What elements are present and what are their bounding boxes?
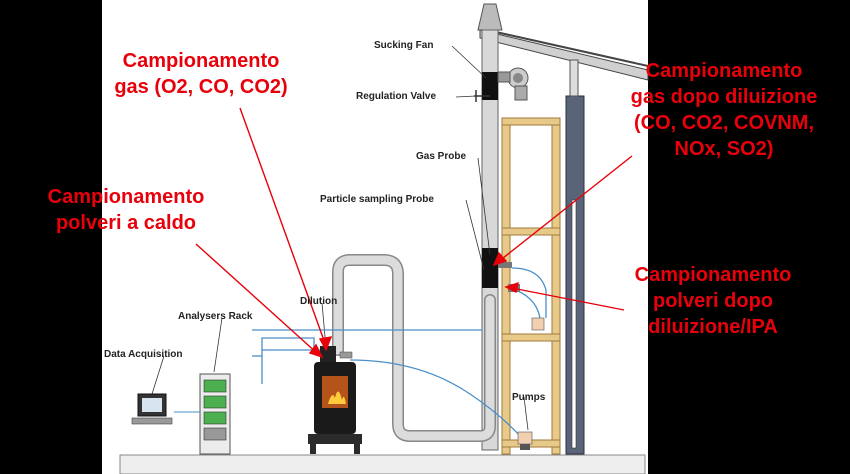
callout-dust-diluted: Campionamento polveri dopo diluizione/IP… (602, 262, 824, 340)
dilution-tee (320, 346, 353, 362)
roof (479, 29, 649, 81)
callout-line: (CO, CO2, COVNM, (633, 112, 814, 134)
callout-line: polveri dopo (653, 290, 773, 312)
callout-line: Campionamento (634, 264, 792, 286)
analysers-rack-label: Analysers Rack (178, 311, 253, 322)
callout-line: NOx, SO2) (674, 138, 774, 160)
callout-gas-diluted: Campionamento gas dopo diluizione (CO, C… (604, 58, 844, 162)
dilution-label: Dilution (300, 296, 338, 307)
computer (131, 393, 200, 425)
callout-line: Campionamento (47, 186, 205, 208)
analysers-rack (199, 373, 231, 455)
ground (119, 454, 646, 474)
callout-line: gas (O2, CO, CO2) (114, 76, 288, 98)
callout-line: polveri a caldo (55, 212, 197, 234)
dilution-pipe (332, 254, 496, 442)
callout-line: Campionamento (645, 60, 803, 82)
callout-line: gas dopo diluizione (630, 86, 818, 108)
pumps-label: Pumps (512, 392, 546, 403)
sucking-fan-label: Sucking Fan (374, 40, 434, 51)
callout-dust-hot: Campionamento polveri a caldo (18, 184, 234, 236)
callout-line: Campionamento (122, 50, 280, 72)
callout-arrows (195, 107, 633, 359)
callout-line: diluizione/IPA (648, 316, 778, 338)
pumps (517, 431, 533, 450)
regulation-valve-label: Regulation Valve (356, 91, 437, 102)
label-leaders (151, 45, 529, 431)
sucking-fan (497, 67, 529, 101)
gas-probe-label: Gas Probe (416, 151, 467, 162)
particle-probe-label: Particle sampling Probe (320, 194, 434, 205)
stove (308, 362, 362, 454)
callout-gas-hot: Campionamento gas (O2, CO, CO2) (96, 48, 306, 100)
data-acquisition-label: Data Acquisition (104, 349, 183, 360)
brick-wall (565, 59, 585, 455)
